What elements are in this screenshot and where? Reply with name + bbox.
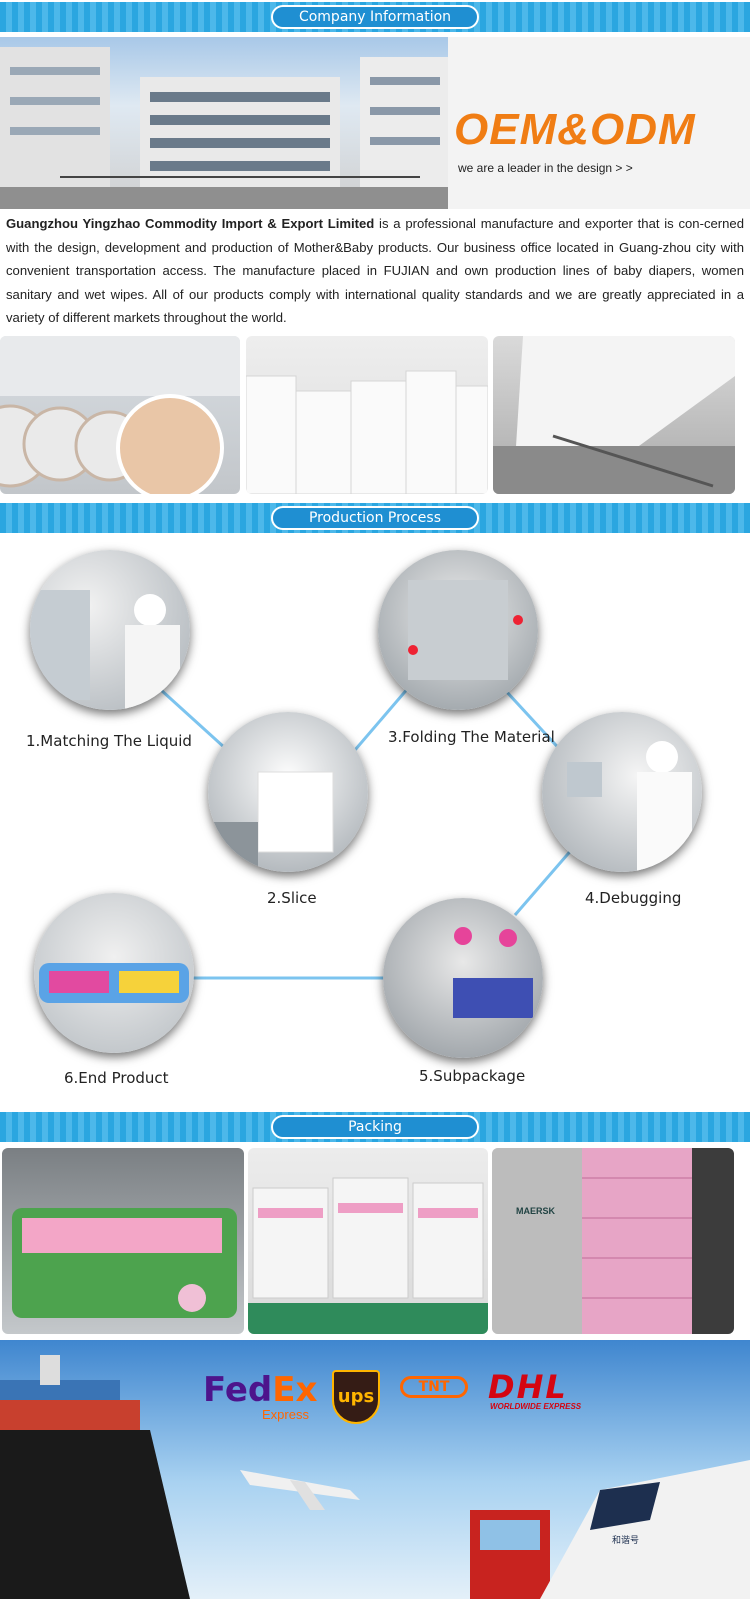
dhl-sub: WORLDWIDE EXPRESS — [490, 1402, 582, 1411]
tnt-logo: TNT — [400, 1376, 468, 1398]
packing-bag-photo — [2, 1148, 244, 1334]
step-2-label: 2.Slice — [267, 889, 317, 907]
production-machine-photo — [493, 336, 735, 494]
fedex-fed: Fed — [203, 1370, 273, 1410]
hero: OEM&ODM we are a leader in the design > … — [0, 37, 750, 209]
fedex-ex: Ex — [272, 1370, 318, 1410]
step-1-photo — [30, 550, 190, 710]
section-title-company: Company Information — [271, 5, 479, 29]
fedex-express-sub: Express — [262, 1407, 309, 1422]
container-brand-text: MAERSK — [516, 1206, 556, 1216]
step-6-photo — [34, 893, 194, 1053]
hero-tagline: we are a leader in the design > > — [458, 161, 633, 175]
nonwoven-rolls-photo — [246, 336, 488, 494]
packing-banner: Packing — [0, 1112, 750, 1142]
step-4-photo — [542, 712, 702, 872]
oem-odm-headline: OEM&ODM — [454, 105, 696, 154]
section-title-packing: Packing — [271, 1115, 479, 1139]
office-building-photo — [0, 37, 448, 209]
warehouse-stock-photo — [248, 1148, 488, 1334]
about-body: is a professional manufacture and export… — [6, 216, 744, 325]
section-title-production: Production Process — [271, 506, 479, 530]
about-paragraph: Guangzhou Yingzhao Commodity Import & Ex… — [6, 212, 744, 330]
dhl-logo: DHL — [488, 1368, 568, 1406]
step-3-label: 3.Folding The Material — [388, 728, 555, 746]
step-1-label: 1.Matching The Liquid — [26, 732, 192, 750]
production-process-banner: Production Process — [0, 503, 750, 533]
step-3-photo — [378, 550, 538, 710]
ups-logo: ups — [332, 1370, 380, 1424]
step-4-label: 4.Debugging — [585, 889, 682, 907]
step-6-label: 6.End Product — [64, 1069, 169, 1087]
train-text: 和谐号 — [612, 1535, 640, 1545]
step-5-photo — [383, 898, 543, 1058]
company-name: Guangzhou Yingzhao Commodity Import & Ex… — [6, 216, 375, 231]
fedex-logo: FedEx — [203, 1370, 317, 1410]
ups-text: ups — [337, 1386, 375, 1407]
company-info-banner: Company Information — [0, 2, 750, 32]
factory-rolls-photo — [0, 336, 240, 494]
step-2-photo — [208, 712, 368, 872]
logistics-banner: FedEx Express ups TNT DHL WORLDWIDE EXPR… — [0, 1340, 750, 1599]
step-5-label: 5.Subpackage — [419, 1067, 526, 1085]
container-loading-photo: MAERSK — [492, 1148, 734, 1334]
